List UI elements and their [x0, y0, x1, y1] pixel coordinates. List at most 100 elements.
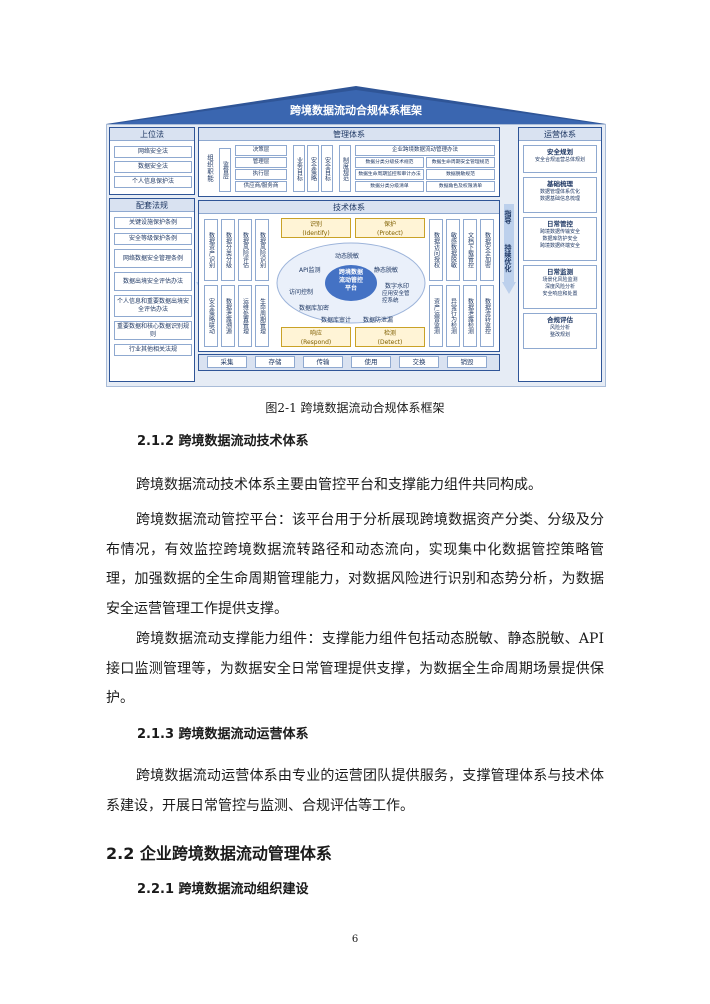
stage-collect: 采集 — [207, 356, 247, 368]
operation-group-item: 安全响应和处置 — [542, 291, 578, 297]
capability-app-security: 应用安全管控系统 — [382, 291, 410, 304]
protect-tag: 保护 (Protect) — [355, 218, 425, 238]
tech-capability-label: 资产运营监测 — [432, 298, 440, 334]
capability-access-control: 访问控制 — [289, 289, 314, 296]
paragraph: 跨境数据流动支撑能力组件：支撑能力组件包括动态脱敏、静态脱敏、API 接口监测管… — [106, 631, 604, 706]
policy-item: 数据生命周期监控和审计办法 — [355, 169, 424, 180]
tech-capability: 数据泄露溯源 — [221, 285, 235, 347]
framework-figure: 跨境数据流动合规体系框架 上位法 网络安全法 数据安全法 个人信息保护法 配套法… — [106, 84, 606, 387]
upper-law-panel: 上位法 网络安全法 数据安全法 个人信息保护法 — [109, 127, 195, 195]
regulation-item: 数据出境安全评估办法 — [114, 272, 192, 291]
tech-capability-label: 数据泄露溯源 — [224, 298, 232, 334]
regulation-item: 行业其他相关法规 — [114, 344, 192, 356]
stage-exchange: 交换 — [399, 356, 439, 368]
identify-tag: 识别 (Identify) — [281, 218, 351, 238]
tech-capability-label: 数据访问授权 — [432, 232, 440, 268]
operation-group-title: 安全规划 — [547, 148, 573, 156]
regulation-item: 个人信息和重要数据出境安全评估办法 — [114, 295, 192, 317]
tech-capability-label: 文档下载管控 — [466, 232, 474, 268]
tech-capability: 生命周期管理 — [255, 285, 269, 347]
tech-capability: 数据访问授权 — [429, 219, 443, 281]
respond-tag: 响应 (Respond) — [281, 327, 351, 347]
level-box: 管理层 — [235, 157, 287, 168]
capability-watermark: 数字水印 — [385, 283, 410, 290]
operation-group-item: 风险分析 — [549, 325, 570, 331]
org-function-label: 组织职能 — [205, 154, 214, 182]
tech-capability-label: 数据风险评估 — [241, 232, 249, 268]
goal-label: 安全策略 — [309, 156, 317, 181]
operation-group: 合规评估 风险分析 整改规划 — [523, 313, 597, 349]
operation-group-item: 跨境数据终端安全 — [539, 243, 580, 249]
tech-capability-label: 安全策略联动 — [207, 298, 215, 334]
tech-capability-label: 数据风险识别 — [258, 232, 266, 268]
platform-center-label: 跨境数据 流动管控 平台 — [338, 269, 363, 292]
section-heading-2-2: 2.2 企业跨境数据流动管理体系 — [106, 844, 332, 863]
operation-panel: 运营体系 安全规划 安全合规运营总体规划 基础梳理 数据管理体系优化 数据基础信… — [518, 127, 602, 382]
tech-capability: 异常行为检测 — [446, 285, 460, 347]
tech-capability: 敏感数据脱敏 — [446, 219, 460, 281]
paragraph: 跨境数据流动运营体系由专业的运营团队提供服务，支撑管理体系与技术体系建设，开展日… — [106, 768, 604, 814]
law-item: 个人信息保护法 — [114, 176, 192, 188]
tech-capability-label: 数据资产识别 — [207, 232, 215, 268]
regulation-item: 安全等级保护条例 — [114, 233, 192, 245]
technical-header: 技术体系 — [199, 201, 499, 214]
right-guide-arrow — [502, 204, 516, 294]
stage-transfer: 传输 — [303, 356, 343, 368]
operation-group-item: 场景化风险监测 — [542, 277, 578, 283]
stage-store: 存储 — [255, 356, 295, 368]
policy-title: 企业跨境数据流动管理办法 — [355, 145, 495, 156]
operation-group-item: 安全合规运营总体规划 — [534, 157, 585, 163]
tech-capability-label: 数据分类分级 — [224, 232, 232, 268]
operation-group-item: 整改规划 — [549, 332, 570, 338]
tech-capability: 运维处置管理 — [238, 285, 252, 347]
level-box: 决策层 — [235, 145, 287, 156]
tech-capability: 资产运营监测 — [429, 285, 443, 347]
goal-label: 制度规范 — [341, 156, 349, 181]
tech-capability-label: 敏感数据脱敏 — [449, 232, 457, 268]
tech-capability-label: 异常行为检测 — [449, 298, 457, 334]
supervision-bar: 监督层 — [219, 148, 231, 192]
capability-db-audit: 数据库审计 — [321, 317, 352, 324]
platform-ellipse — [276, 242, 426, 324]
operation-group-title: 日常监测 — [547, 268, 573, 276]
management-header: 管理体系 — [199, 128, 499, 141]
policy-item: 数据生命周期安全管理规范 — [426, 157, 495, 168]
tech-capability-label: 数据安全加密 — [483, 232, 491, 268]
tech-capability: 安全策略联动 — [204, 285, 218, 347]
regulation-item: 网络数据安全管理条例 — [114, 249, 192, 268]
operation-group: 日常管控 跨境数据传输安全 数据库防护安全 跨境数据终端安全 — [523, 217, 597, 261]
law-item: 数据安全法 — [114, 161, 192, 173]
section-heading-2-2-1: 2.2.1 跨境数据流动组织建设 — [137, 882, 309, 897]
tech-capability-label: 运维处置管理 — [241, 298, 249, 334]
tech-capability: 数据流转监控 — [480, 285, 494, 347]
tech-capability-label: 数据泄露检测 — [466, 298, 474, 334]
law-item: 网络安全法 — [114, 146, 192, 158]
level-box: 供应商/服务商 — [235, 181, 287, 192]
capability-dynamic-masking: 动态脱敏 — [335, 253, 360, 260]
operation-group: 基础梳理 数据管理体系优化 数据基础信息梳理 — [523, 177, 597, 213]
section-heading-2-1-3: 2.1.3 跨境数据流动运营体系 — [137, 727, 309, 742]
tech-capability: 数据泄露检测 — [463, 285, 477, 347]
supporting-law-panel: 配套法规 关键设施保护条例 安全等级保护条例 网络数据安全管理条例 数据出境安全… — [109, 198, 195, 382]
policy-item: 数据角色及权限清单 — [426, 181, 495, 192]
capability-api-monitoring: API监测 — [299, 267, 321, 274]
operation-group-title: 基础梳理 — [547, 180, 573, 188]
stage-use: 使用 — [351, 356, 391, 368]
goal-bar: 安全目标 — [321, 145, 333, 192]
policy-item: 数据分类分级技术规范 — [355, 157, 424, 168]
operation-group-title: 合规评估 — [547, 316, 573, 324]
tech-capability-label: 生命周期管理 — [258, 298, 266, 334]
regulation-item: 关键设施保护条例 — [114, 217, 192, 229]
goal-label: 安全目标 — [323, 156, 331, 181]
tech-capability: 数据资产识别 — [204, 219, 218, 281]
operation-group-title: 日常管控 — [547, 220, 573, 228]
goal-bar: 安全策略 — [307, 145, 319, 192]
regulation-item: 重要数据和核心数据识别规则 — [114, 321, 192, 340]
paragraph: 跨境数据流动管控平台：该平台用于分析展现跨境数据资产分类、分级及分布情况，有效监… — [106, 512, 604, 617]
goal-label: 业务目标 — [295, 156, 303, 181]
operation-group-item: 数据基础信息梳理 — [539, 196, 580, 202]
tech-capability: 数据安全加密 — [480, 219, 494, 281]
figure-caption: 图2-1 跨境数据流动合规体系框架 — [265, 401, 445, 415]
operation-group: 安全规划 安全合规运营总体规划 — [523, 145, 597, 173]
tech-capability: 数据风险识别 — [255, 219, 269, 281]
